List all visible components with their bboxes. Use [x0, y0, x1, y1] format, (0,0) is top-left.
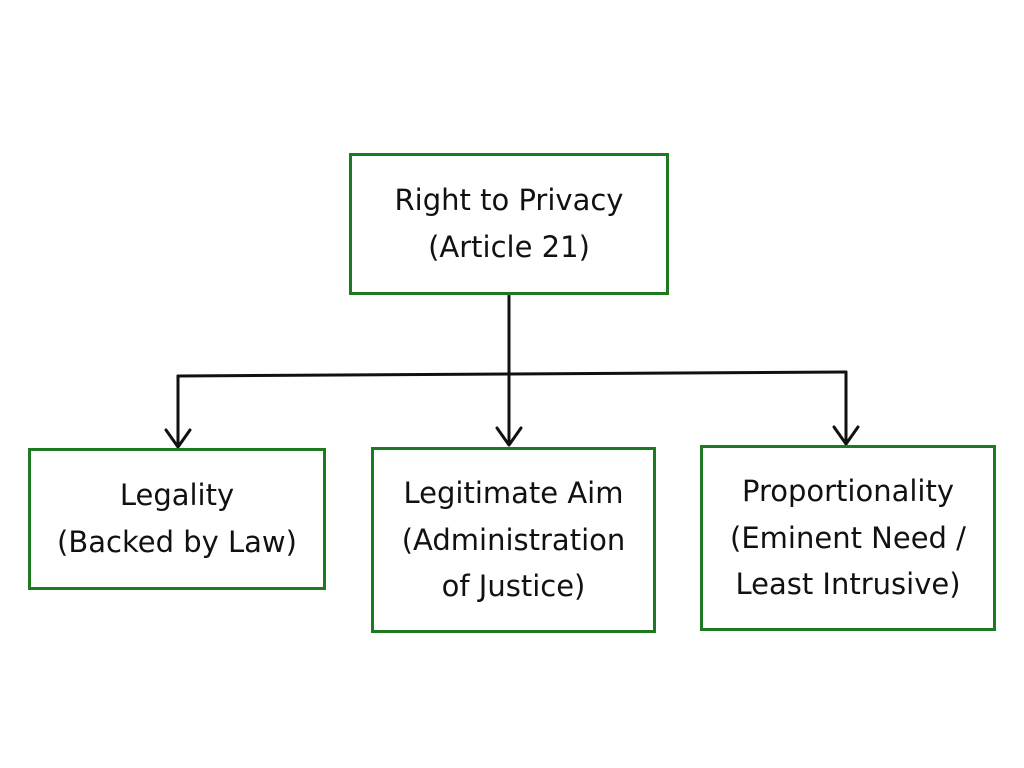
node-subtitle: (Backed by Law) [57, 525, 297, 559]
arrowhead-middle [495, 426, 523, 447]
node-right-to-privacy: Right to Privacy (Article 21) [349, 153, 669, 295]
node-proportionality: Proportionality (Eminent Need / Least In… [700, 445, 996, 631]
connector-bus [176, 370, 848, 378]
node-legitimate-aim: Legitimate Aim (Administration of Justic… [371, 447, 656, 633]
node-subtitle: (Article 21) [428, 230, 590, 264]
node-title: Legitimate Aim [403, 475, 624, 510]
node-subtitle-continued: Least Intrusive) [735, 567, 961, 602]
node-title: Legality [119, 478, 235, 513]
node-subtitle-continued: of Justice) [441, 569, 586, 604]
node-title: Proportionality [741, 473, 955, 508]
node-legality: Legality (Backed by Law) [28, 448, 326, 590]
arrowhead-right [832, 425, 860, 446]
node-subtitle: (Eminent Need / [730, 520, 966, 555]
arrowhead-left [164, 428, 192, 449]
node-title: Right to Privacy [394, 183, 624, 218]
node-subtitle: (Administration [401, 522, 626, 557]
